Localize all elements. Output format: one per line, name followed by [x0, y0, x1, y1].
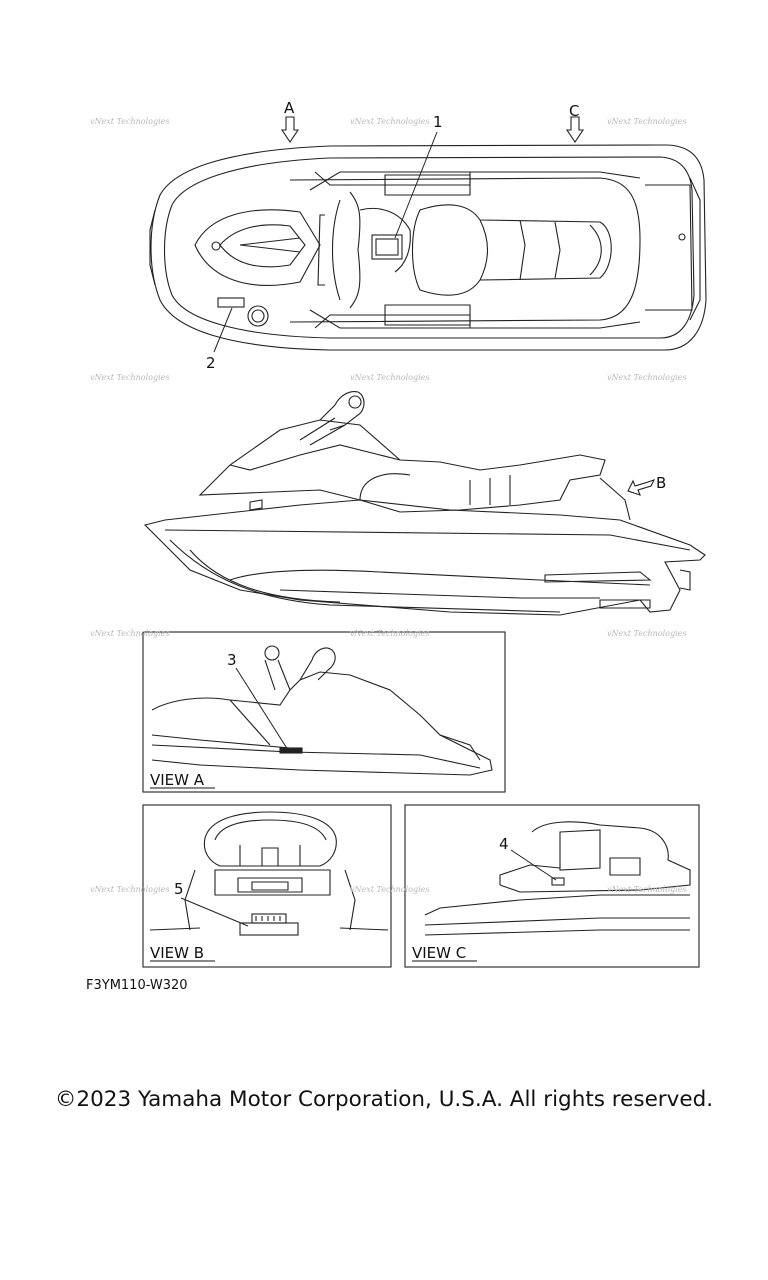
- watermark: vNext Technologies: [350, 885, 429, 894]
- callout-1: 1: [433, 113, 443, 131]
- side-view-watercraft: [143, 391, 706, 616]
- watermark: vNext Technologies: [90, 117, 169, 126]
- view-marker-c: C: [569, 102, 579, 120]
- view-marker-b: B: [656, 474, 666, 492]
- watermark: vNext Technologies: [350, 117, 429, 126]
- view-c-box: [404, 804, 700, 968]
- watermark: vNext Technologies: [607, 373, 686, 382]
- watermark: vNext Technologies: [607, 885, 686, 894]
- view-c-drawing: [424, 821, 691, 936]
- view-a-label: VIEW A: [150, 771, 205, 789]
- callout-3: 3: [227, 651, 237, 669]
- view-marker-a: A: [284, 99, 295, 117]
- watermark: vNext Technologies: [90, 629, 169, 638]
- parts-diagram: vNext Technologies vNext Technologies vN…: [90, 99, 707, 968]
- watermark: vNext Technologies: [90, 885, 169, 894]
- top-view-watercraft: [149, 144, 707, 351]
- callout-4: 4: [499, 835, 509, 853]
- view-b-box: [142, 804, 392, 968]
- callout-5: 5: [174, 880, 184, 898]
- copyright-notice: ©2023 Yamaha Motor Corporation, U.S.A. A…: [54, 1087, 714, 1112]
- leader-lines: [180, 131, 557, 927]
- watermark: vNext Technologies: [607, 629, 686, 638]
- watermark: vNext Technologies: [350, 373, 429, 382]
- view-c-label: VIEW C: [412, 944, 466, 962]
- callout-2: 2: [206, 354, 216, 372]
- watermarks: vNext Technologies vNext Technologies vN…: [90, 117, 686, 894]
- view-arrows: [280, 116, 656, 496]
- view-b-drawing: [149, 811, 389, 936]
- watermark: vNext Technologies: [90, 373, 169, 382]
- part-code: F3YM110-W320: [86, 978, 188, 993]
- view-a-drawing: [151, 645, 493, 776]
- view-b-label: VIEW B: [150, 944, 204, 962]
- view-a-box: [142, 631, 506, 793]
- watermark: vNext Technologies: [607, 117, 686, 126]
- watermark: vNext Technologies: [350, 629, 429, 638]
